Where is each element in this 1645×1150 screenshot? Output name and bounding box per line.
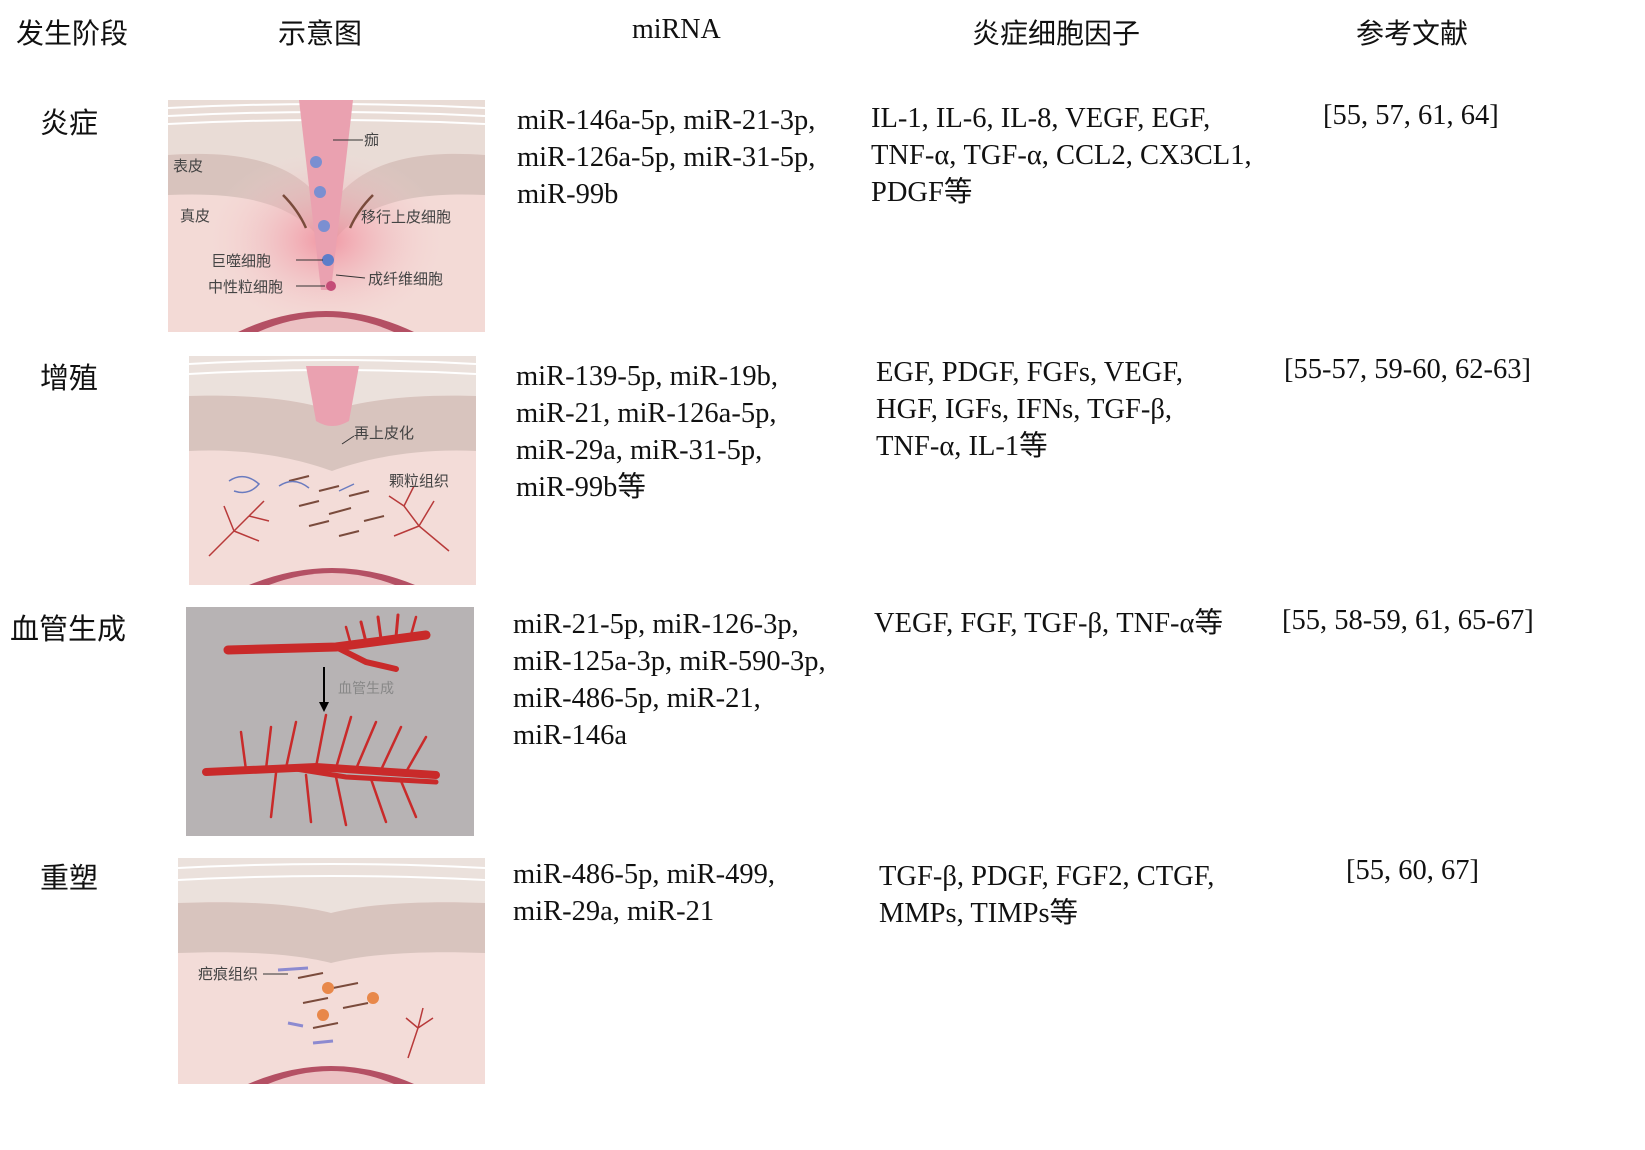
label-macrophage: 巨噬细胞 (211, 252, 271, 270)
refs-remodeling: [55, 60, 67] (1346, 855, 1479, 886)
remodeling-diagram: 疤痕组织 (178, 858, 485, 1084)
mirna-line: miR-21, miR-126a-5p, (516, 398, 777, 429)
header-mirna: miRNA (632, 14, 721, 45)
cytokines-angiogenesis: VEGF, FGF, TGF-β, TNF-α等 (874, 605, 1223, 642)
label-granulation-tissue: 颗粒组织 (389, 472, 449, 490)
header-stage: 发生阶段 (16, 17, 129, 50)
label-angiogenesis: 血管生成 (338, 681, 394, 697)
cytokine-line: MMPs, TIMPs等 (879, 898, 1079, 929)
stage-remodeling: 重塑 (40, 861, 99, 895)
label-migrating-epithelial: 移行上皮细胞 (361, 208, 451, 226)
mirna-line: miR-125a-3p, miR-590-3p, (513, 646, 826, 677)
cytokine-line: TNF-α, TGF-α, CCL2, CX3CL1, (871, 140, 1252, 171)
mirna-line: miR-486-5p, miR-499, (513, 859, 776, 890)
stage-inflammation: 炎症 (40, 106, 99, 140)
header-references: 参考文献 (1356, 17, 1469, 50)
mirna-line: miR-146a (513, 720, 627, 751)
mirna-proliferation: miR-139-5p, miR-19b, miR-21, miR-126a-5p… (516, 358, 778, 506)
stage-proliferation: 增殖 (40, 361, 99, 395)
label-epidermis: 表皮 (173, 157, 203, 175)
cytokine-line: TNF-α, IL-1等 (876, 431, 1048, 462)
proliferation-diagram: 再上皮化 颗粒组织 (189, 356, 476, 585)
cytokines-proliferation: EGF, PDGF, FGFs, VEGF, HGF, IGFs, IFNs, … (876, 354, 1183, 465)
cytokine-line: TGF-β, PDGF, FGF2, CTGF, (879, 861, 1215, 892)
mirna-line: miR-29a, miR-31-5p, (516, 435, 763, 466)
cytokine-line: HGF, IGFs, IFNs, TGF-β, (876, 394, 1172, 425)
cytokines-inflammation: IL-1, IL-6, IL-8, VEGF, EGF, TNF-α, TGF-… (871, 100, 1252, 211)
header-diagram: 示意图 (278, 17, 363, 50)
mirna-line: miR-99b等 (516, 472, 646, 503)
label-dermis: 真皮 (180, 207, 210, 225)
cytokines-remodeling: TGF-β, PDGF, FGF2, CTGF, MMPs, TIMPs等 (879, 858, 1214, 932)
mirna-line: miR-99b (517, 179, 619, 210)
angiogenesis-diagram: 血管生成 (186, 607, 474, 836)
refs-angiogenesis: [55, 58-59, 61, 65-67] (1282, 605, 1534, 636)
cytokine-line: IL-1, IL-6, IL-8, VEGF, EGF, (871, 103, 1211, 134)
mirna-line: miR-29a, miR-21 (513, 896, 715, 927)
cytokine-line: VEGF, FGF, TGF-β, TNF-α等 (874, 608, 1223, 639)
inflammation-diagram: 痂 表皮 真皮 移行上皮细胞 巨噬细胞 中性粒细胞 成纤维细胞 (168, 100, 485, 332)
refs-inflammation: [55, 57, 61, 64] (1323, 100, 1499, 131)
label-scab: 痂 (364, 131, 379, 149)
mirna-line: miR-486-5p, miR-21, (513, 683, 761, 714)
label-scar-tissue: 疤痕组织 (198, 965, 258, 983)
cytokine-line: EGF, PDGF, FGFs, VEGF, (876, 357, 1184, 388)
mirna-line: miR-139-5p, miR-19b, (516, 361, 779, 392)
mirna-line: miR-146a-5p, miR-21-3p, (517, 105, 816, 136)
refs-proliferation: [55-57, 59-60, 62-63] (1284, 354, 1531, 385)
label-fibroblast: 成纤维细胞 (368, 270, 443, 288)
label-neutrophil: 中性粒细胞 (208, 278, 283, 296)
mirna-line: miR-21-5p, miR-126-3p, (513, 609, 799, 640)
cytokine-line: PDGF等 (871, 177, 973, 208)
mirna-angiogenesis: miR-21-5p, miR-126-3p, miR-125a-3p, miR-… (513, 606, 826, 754)
mirna-line: miR-126a-5p, miR-31-5p, (517, 142, 816, 173)
mirna-inflammation: miR-146a-5p, miR-21-3p, miR-126a-5p, miR… (517, 102, 815, 213)
stage-angiogenesis: 血管生成 (10, 612, 127, 646)
mirna-remodeling: miR-486-5p, miR-499, miR-29a, miR-21 (513, 856, 775, 930)
header-cytokines: 炎症细胞因子 (972, 17, 1141, 50)
label-reepithelialization: 再上皮化 (354, 424, 414, 442)
